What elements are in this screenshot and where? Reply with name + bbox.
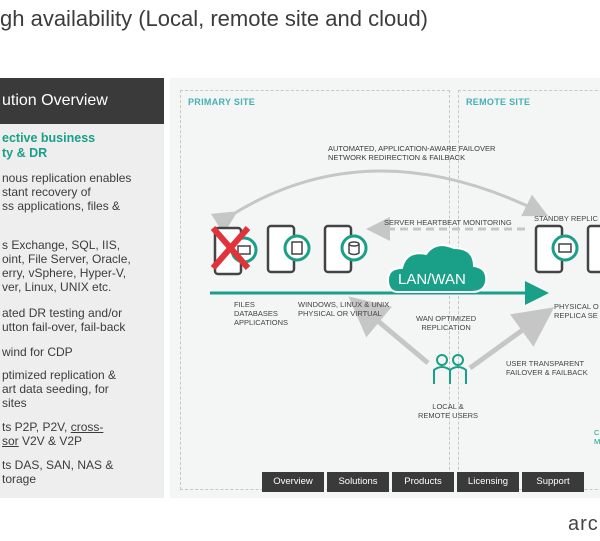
architecture-diagram: PRIMARY SITE REMOTE SITE: [170, 78, 600, 498]
bullet-line: stant recovery of: [2, 185, 91, 199]
bullet-line: art data seeding, for: [2, 382, 109, 396]
bullet-line: wind for CDP: [2, 345, 73, 359]
bullet-line: nous replication enables: [2, 171, 132, 185]
os-label: WINDOWS, LINUX & UNIX PHYSICAL OR VIRTUA…: [298, 300, 390, 318]
database-server-icon: [323, 224, 368, 274]
diagram-graphics: [210, 169, 600, 384]
bullet-line: sor V2V & V2P: [2, 434, 103, 448]
bullet-line: ated DR testing and/or: [2, 306, 123, 320]
underlined-text: sor: [2, 434, 19, 448]
bullet-cdp: wind for CDP: [2, 345, 73, 359]
nav-products-button[interactable]: Products: [392, 472, 454, 492]
file-server-icon: [266, 224, 311, 274]
bullet-line-rest: V2V & V2P: [18, 434, 83, 448]
standby-server-icon: [534, 224, 600, 274]
bullet-line: ptimized replication &: [2, 368, 117, 382]
bullet-line: utton fail-over, fail-back: [2, 320, 126, 334]
nav-overview-button[interactable]: Overview: [262, 472, 324, 492]
users-to-remote-arrow: [468, 307, 555, 371]
user-failover-label: USER TRANSPARENT FAILOVER & FAILBACK: [506, 359, 588, 377]
nav-licensing-button[interactable]: Licensing: [457, 472, 519, 492]
bullet-line: torage: [2, 472, 37, 486]
bullet-line: ss applications, files &: [2, 199, 121, 213]
bullet-dr-testing: ated DR testing and/or utton fail-over, …: [2, 306, 125, 334]
bottom-nav: Overview Solutions Products Licensing Su…: [262, 472, 584, 492]
subheading-line: ty & DR: [2, 146, 48, 160]
nav-solutions-button[interactable]: Solutions: [327, 472, 389, 492]
lan-wan-label: LAN/WAN: [398, 271, 466, 288]
bullet-line: ts P2P, P2V, cross-: [2, 420, 104, 434]
physical-replica-label: PHYSICAL O REPLICA SE: [554, 302, 599, 320]
bullet-line: s Exchange, SQL, IIS,: [2, 238, 121, 252]
bullet-wan-optimized: ptimized replication & art data seeding,…: [2, 368, 116, 410]
nav-support-button[interactable]: Support: [522, 472, 584, 492]
brand-logo: arc: [568, 513, 599, 535]
users-to-primary-arrow: [348, 296, 430, 365]
failed-server-icon: [210, 226, 258, 276]
users-label: LOCAL & REMOTE USERS: [418, 402, 479, 420]
users-icon: [433, 354, 467, 384]
bullet-line: ver, Linux, UNIX etc.: [2, 280, 112, 294]
bullet-line: erry, vSphere, Hyper-V,: [2, 266, 127, 280]
primary-site-label: PRIMARY SITE: [188, 97, 256, 107]
right-edge-label: C M: [594, 428, 600, 446]
bullet-applications: s Exchange, SQL, IIS, oint, File Server,…: [2, 238, 131, 294]
standby-label: STANDBY REPLIC: [534, 214, 598, 223]
bullet-p2p: ts P2P, P2V, cross- sor V2V & V2P: [2, 420, 103, 448]
subheading-line: ective business: [2, 131, 96, 145]
bullet-storage: ts DAS, SAN, NAS & torage: [2, 458, 113, 486]
remote-site-label: REMOTE SITE: [466, 97, 531, 107]
panel-header: ution Overview: [0, 78, 164, 124]
bullet-replication: nous replication enables stant recovery …: [2, 171, 131, 213]
heartbeat-label: SERVER HEARTBEAT MONITORING: [384, 218, 512, 227]
failover-label: AUTOMATED, APPLICATION-AWARE FAILOVER NE…: [328, 144, 496, 162]
failover-arc: [210, 169, 549, 235]
cloud-icon: [386, 244, 488, 293]
solution-overview-panel: ution Overview ective business ty & DR n…: [0, 78, 164, 498]
bullet-line: sites: [2, 396, 27, 410]
wan-optimized-label: WAN OPTIMIZED REPLICATION: [416, 314, 477, 332]
underlined-text: cross-: [70, 420, 104, 434]
bullet-line: oint, File Server, Oracle,: [2, 252, 131, 266]
panel-subheading: ective business ty & DR: [2, 131, 95, 161]
slide-title: gh availability (Local, remote site and …: [0, 6, 429, 31]
bullet-line: ts DAS, SAN, NAS &: [2, 458, 114, 472]
files-label: FILES DATABASES APPLICATIONS: [234, 300, 289, 327]
